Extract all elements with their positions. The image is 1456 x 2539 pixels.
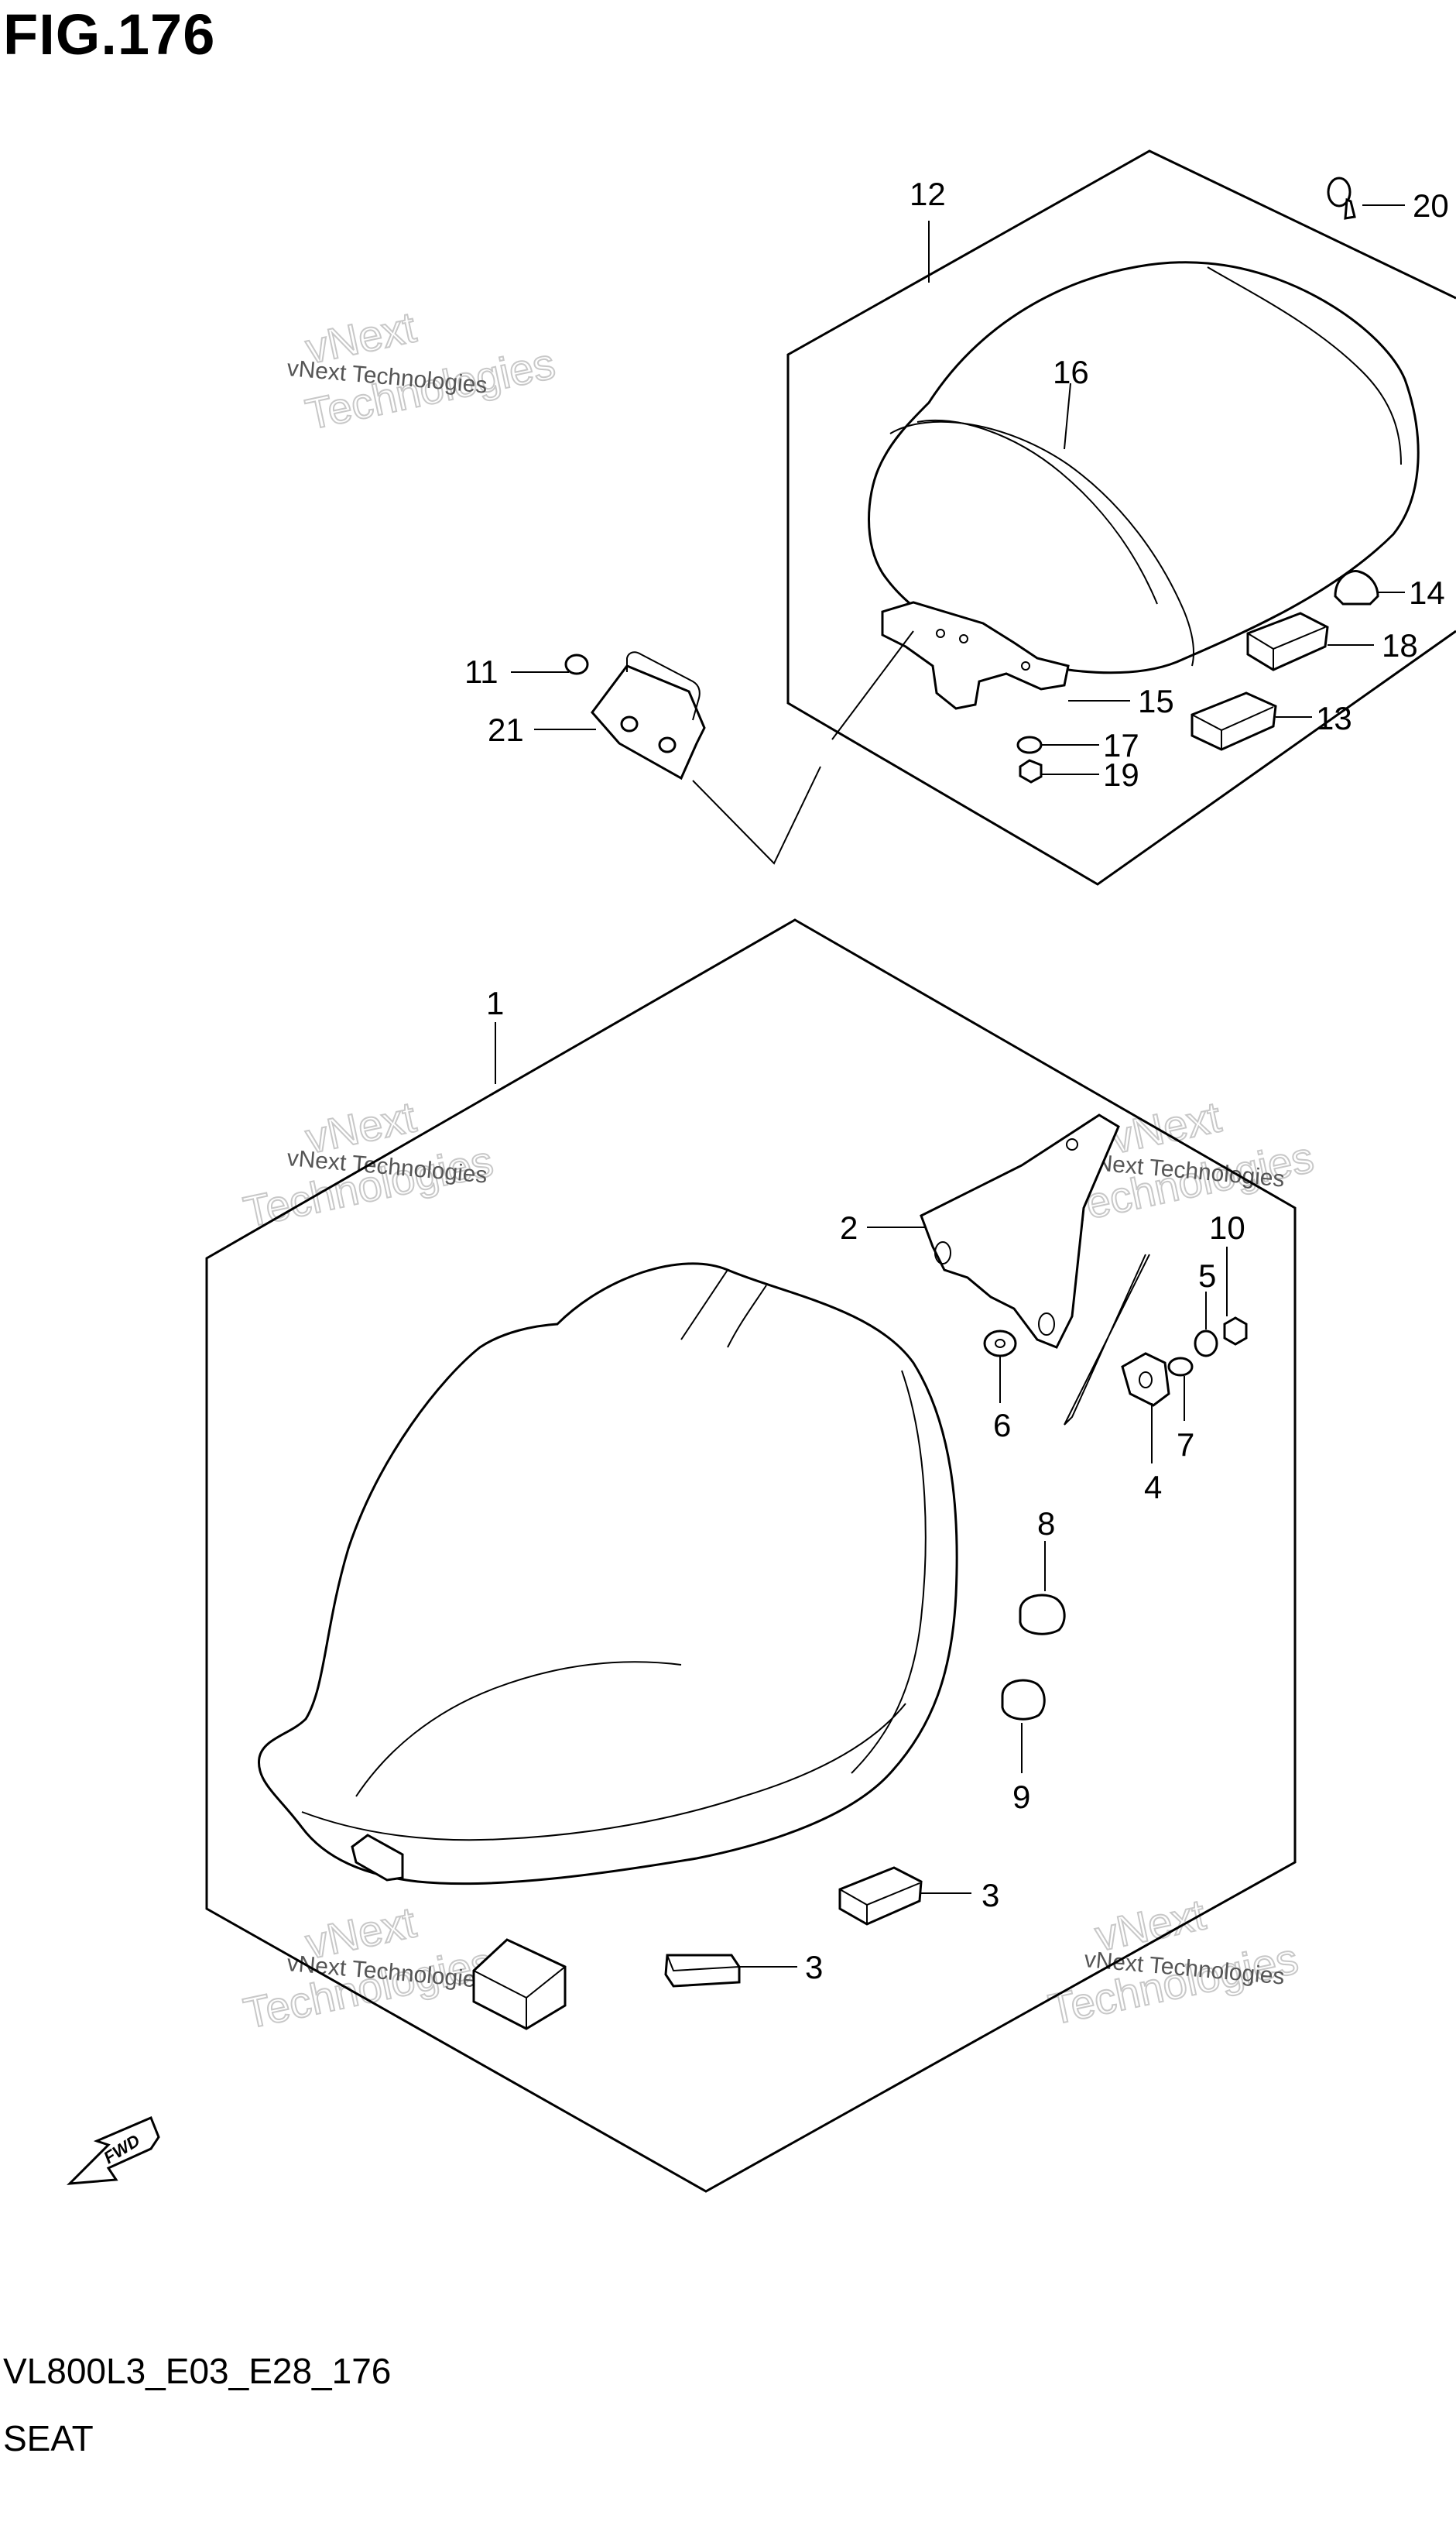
callout-2: 2 <box>840 1209 858 1246</box>
cushion-8 <box>1019 1594 1066 1635</box>
seat-handle-21 <box>591 651 706 781</box>
nut-19 <box>1019 759 1043 784</box>
front-seat-cushion <box>257 1262 958 1885</box>
bracket-4 <box>1121 1352 1170 1407</box>
seat-bracket-2 <box>920 1113 1120 1349</box>
figure-name: SEAT <box>3 2418 94 2458</box>
callout-12: 12 <box>910 176 946 212</box>
callout-15: 15 <box>1138 683 1174 719</box>
callout-10: 10 <box>1209 1209 1245 1246</box>
figure-title: FIG.176 <box>3 2 216 67</box>
rubber-3b <box>664 1954 741 1988</box>
rear-seat-bracket <box>881 601 1070 710</box>
callout-3a: 3 <box>982 1877 999 1913</box>
callout-6: 6 <box>993 1407 1011 1443</box>
washer-17 <box>1016 736 1043 754</box>
assembly-line <box>831 630 914 740</box>
watermark-technologies: Technologies <box>239 1136 497 1237</box>
callout-11: 11 <box>464 654 498 690</box>
storage-case <box>472 1938 567 2030</box>
forward-arrow: FWD <box>67 2116 160 2185</box>
callout-9: 9 <box>1012 1779 1030 1815</box>
leader-lines <box>495 204 1405 1968</box>
callout-19: 19 <box>1103 757 1139 793</box>
rear-seat-boundary <box>786 149 1456 886</box>
cushion-14 <box>1334 569 1379 606</box>
rear-seat-cushion <box>868 261 1420 674</box>
screw-20 <box>1327 177 1356 220</box>
callout-8: 8 <box>1037 1505 1055 1542</box>
callout-1: 1 <box>486 985 504 1021</box>
nut-10 <box>1223 1316 1248 1346</box>
bolt-11 <box>564 654 589 675</box>
rubber-13 <box>1190 691 1277 751</box>
collar-7 <box>1167 1357 1194 1377</box>
callout-18: 18 <box>1382 627 1418 664</box>
callout-5: 5 <box>1198 1257 1216 1294</box>
washer-5 <box>1194 1330 1218 1357</box>
callout-14: 14 <box>1409 575 1445 611</box>
callout-7: 7 <box>1177 1426 1194 1463</box>
callout-16: 16 <box>1053 354 1089 390</box>
callout-13: 13 <box>1316 700 1352 736</box>
callout-17: 17 <box>1103 727 1139 763</box>
figure-code: VL800L3_E03_E28_176 <box>3 2351 392 2391</box>
front-seat-boundary <box>205 918 1297 2193</box>
callout-4: 4 <box>1144 1469 1162 1505</box>
assembly-line <box>692 766 821 865</box>
callout-3b: 3 <box>805 1949 823 1985</box>
rubber-18 <box>1246 612 1329 671</box>
callout-21: 21 <box>488 712 524 748</box>
rubber-3a <box>838 1866 923 1926</box>
callout-numbers: 12 16 20 14 18 13 15 17 19 11 21 1 2 6 4… <box>464 176 1449 1985</box>
callout-20: 20 <box>1413 187 1449 224</box>
cushion-9 <box>1001 1679 1046 1721</box>
assembly-line <box>1064 1254 1150 1426</box>
washer-6 <box>983 1330 1017 1357</box>
